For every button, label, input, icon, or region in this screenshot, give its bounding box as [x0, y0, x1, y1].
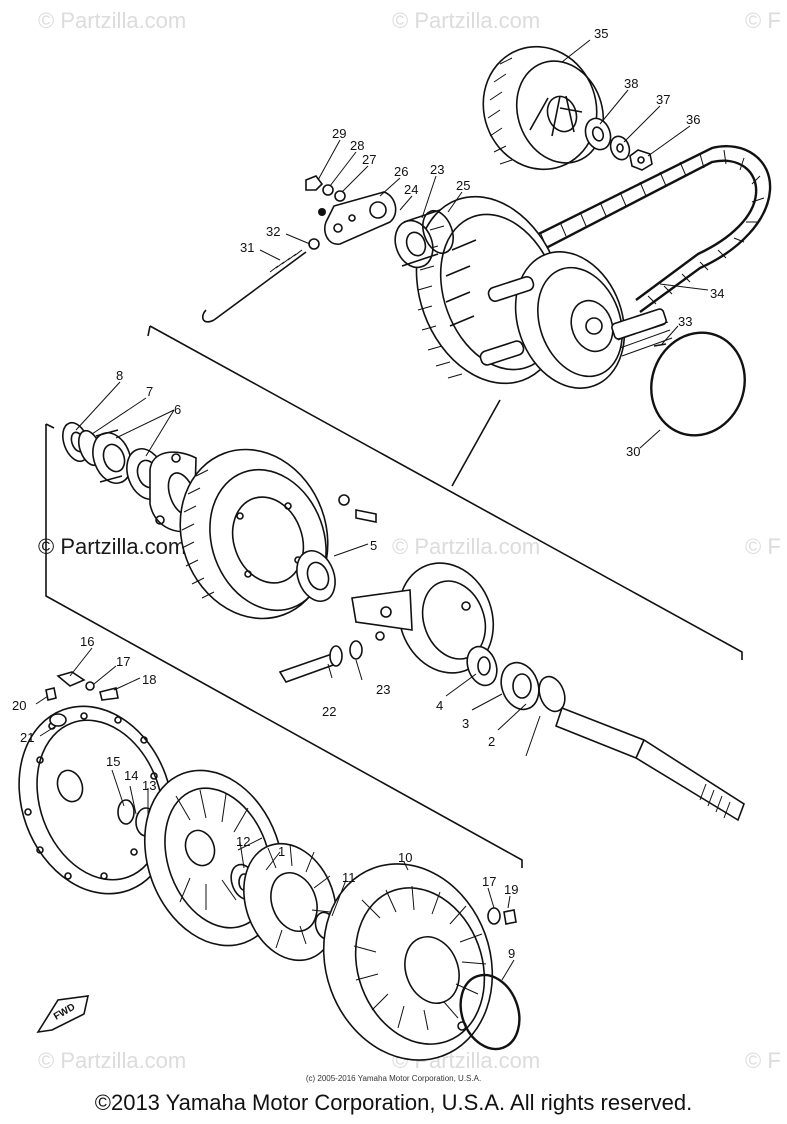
callout-34: 33: [678, 314, 692, 329]
bolt: [338, 494, 377, 523]
watermark: © F: [745, 8, 781, 33]
callout-39: 38: [624, 76, 638, 91]
watermark: © Partzilla.com: [38, 1048, 187, 1073]
o-ring: [459, 973, 521, 1051]
watermark: © F: [745, 534, 781, 559]
callout-10: 10: [398, 850, 412, 865]
watermark: © Partzilla.com: [392, 8, 541, 33]
callout-6: 6: [174, 402, 181, 417]
sheave-outer: [322, 863, 494, 1061]
callout-31: 30: [626, 444, 640, 459]
pin: [653, 343, 667, 347]
footer-credit: (c) 2005-2016 Yamaha Motor Corporation, …: [305, 1074, 482, 1083]
callout-38: 37: [656, 92, 670, 107]
callout-18: 18: [142, 672, 156, 687]
callout-36: 35: [594, 26, 608, 41]
callout-30: 29: [332, 126, 346, 141]
bolt: [305, 175, 346, 250]
cover-plate: [18, 705, 174, 895]
callout-25: 24: [404, 182, 418, 197]
washer: [609, 135, 631, 161]
callout-23: 23: [376, 682, 390, 697]
callout-20: 20: [12, 698, 26, 713]
callout-26: 25: [456, 178, 470, 193]
callout-9: 9: [508, 946, 515, 961]
callout-1: 1: [278, 844, 285, 859]
circlip: [538, 675, 566, 713]
callout-7: 7: [146, 384, 153, 399]
clutch-spider-housing: [479, 251, 673, 389]
nut: [487, 907, 517, 925]
callout-11: 11: [342, 870, 356, 885]
washer: [349, 640, 363, 660]
callout-16: 16: [80, 634, 94, 649]
callout-17b: 17: [482, 874, 496, 889]
callout-29: 28: [350, 138, 364, 153]
o-ring: [650, 331, 746, 437]
leader-lines: [35, 39, 709, 981]
callout-22: 22: [322, 704, 336, 719]
bushing: [394, 209, 454, 269]
callout-28: 27: [362, 152, 376, 167]
assembly-bracket: [45, 325, 743, 868]
callout-19: 19: [504, 882, 518, 897]
callout-24: 23: [430, 162, 444, 177]
bearing: [500, 661, 540, 711]
callout-33: 32: [266, 224, 280, 239]
callout-8: 8: [116, 368, 123, 383]
callout-17: 17: [116, 654, 130, 669]
lever-bracket: [324, 191, 397, 245]
callout-32: 31: [240, 240, 254, 255]
callout-4: 4: [436, 698, 443, 713]
fwd-arrow-icon: FWD: [36, 995, 90, 1034]
gear-drum: [179, 448, 329, 620]
callout-27: 26: [394, 164, 408, 179]
movable-sheave: [243, 842, 337, 962]
callout-5: 5: [370, 538, 377, 553]
shaft-bolt: [278, 645, 343, 683]
rear-pulley: [482, 45, 605, 171]
callout-21: 21: [20, 730, 34, 745]
nut: [629, 149, 653, 171]
watermark: © Partzilla.com: [38, 8, 187, 33]
callout-15: 15: [106, 754, 120, 769]
callout-35: 34: [710, 286, 724, 301]
driven-hub: [351, 562, 495, 674]
bearing: [296, 550, 336, 602]
washer: [584, 117, 612, 151]
bearing: [466, 645, 498, 687]
bolt: [45, 671, 119, 727]
callout-13: 13: [142, 778, 156, 793]
drive-shaft: [555, 706, 745, 822]
callout-2: 2: [488, 734, 495, 749]
callout-labels: 35 38 37 36 29 28 27 26 24 23 25 31 32 3…: [12, 26, 724, 961]
watermark: © F: [745, 1048, 781, 1073]
callout-37: 36: [686, 112, 700, 127]
callout-3: 3: [462, 716, 469, 731]
callout-14: 14: [124, 768, 138, 783]
watermark: © Partzilla.com: [392, 534, 541, 559]
footer-copyright: ©2013 Yamaha Motor Corporation, U.S.A. A…: [94, 1090, 693, 1115]
watermark: © Partzilla.com: [38, 534, 187, 559]
control-rod: [201, 249, 307, 323]
callout-12: 12: [236, 834, 250, 849]
bearing: [92, 429, 132, 484]
